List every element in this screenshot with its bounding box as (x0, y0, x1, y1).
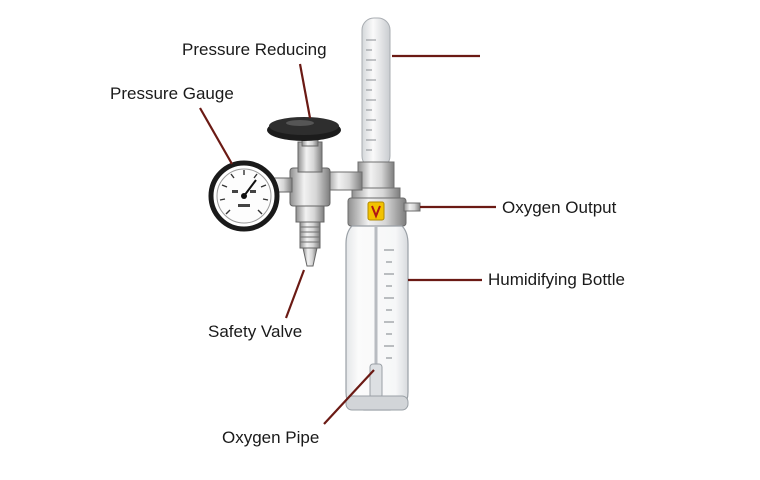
flowmeter-tube (361, 17, 391, 169)
label-pressure-gauge: Pressure Gauge (110, 84, 234, 103)
label-safety-valve: Safety Valve (208, 322, 303, 341)
leader-oxygen-pipe (323, 369, 375, 425)
leader-safety-valve (284, 269, 306, 319)
leader-pressure-gauge (199, 107, 233, 165)
safety-valve (295, 205, 325, 223)
label-humidifying-bottle: Humidifying Bottle (488, 270, 626, 289)
leader-pressure-reducing (298, 63, 312, 119)
humidifier-cap (347, 197, 421, 227)
oxygen-output-nozzle (403, 202, 421, 212)
leader-lines (199, 54, 496, 425)
pressure-reducing-knob (267, 117, 341, 141)
pressure-gauge (208, 160, 280, 232)
humidifying-bottle (345, 225, 409, 411)
label-oxygen-output: Oxygen Output (502, 198, 617, 217)
label-pressure-reducing: Pressure Reducing (182, 40, 327, 59)
label-oxygen-pipe: Oxygen Pipe (222, 428, 320, 447)
